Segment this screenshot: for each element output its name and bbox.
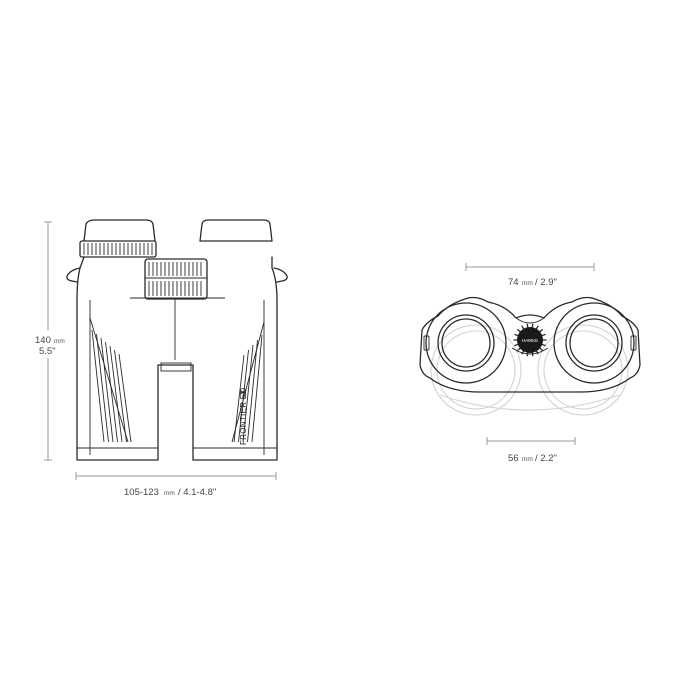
right-strap-lug [273,267,288,283]
width-unit: mm [164,490,175,497]
right-eyepiece-outer [553,302,635,384]
width-value: 105-123 [124,487,159,498]
left-eyepiece-ring [79,240,157,258]
bottom-span-dimension: 56 mm / 2.2" [486,437,576,464]
left-eyepiece-outer [425,302,507,384]
folded-position-outline [430,324,629,416]
binocular-body [76,256,278,461]
height-inch: 5.5" [39,346,56,357]
right-grip-grooves [231,321,265,443]
width-inch: / 4.1-4.8" [178,487,216,498]
model-suffix: X [239,389,248,395]
binocular-front-view: FRONTIER ED X [66,219,288,461]
focus-knob-cap [517,327,543,353]
width-dimension: 105-123 mm / 4.1-4.8" [75,472,277,498]
bottom-span-inch: / 2.2" [535,453,557,464]
left-strap-lug [66,267,81,283]
top-span-value: 74 [508,277,519,288]
binocular-top-view: HAWKE [419,296,641,416]
top-span-inch: / 2.9" [535,277,557,288]
top-housing [419,296,641,393]
top-span-dimension: 74 mm / 2.9" [465,263,595,288]
height-value: 140 [35,335,51,346]
focus-knob [513,323,547,357]
right-eyecup [199,219,273,242]
top-span-unit: mm [522,280,533,287]
left-eyepiece-lens [437,314,495,372]
bottom-span-unit: mm [522,456,533,463]
hinge-plate [160,362,192,372]
brand-logo: HAWKE [522,338,538,343]
height-unit: mm [54,338,65,345]
bottom-span-value: 56 [508,453,519,464]
left-eyecup [83,219,156,242]
focus-wheel [144,258,208,300]
model-name: FRONTIER ED [239,387,248,445]
right-eyepiece-lens [565,314,623,372]
height-dimension: 140 mm 5.5" [28,221,70,461]
left-grip-grooves [89,317,132,443]
